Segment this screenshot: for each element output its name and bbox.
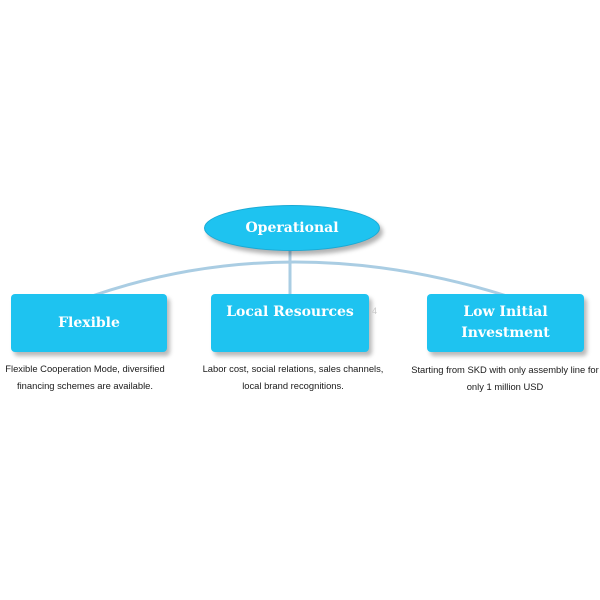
branch-node-label: Low Initial Investment — [461, 304, 550, 341]
branch-description-flexible: Flexible Cooperation Mode, diversified f… — [5, 363, 165, 391]
branch-node-flexible: Flexible — [11, 294, 167, 352]
root-node-operational: Operational — [204, 205, 380, 251]
branch-node-label: Flexible — [58, 314, 120, 331]
branch-node-local-resources: Local Resources — [211, 294, 369, 352]
branch-node-label: Local Resources — [226, 304, 354, 320]
page-number-mark: 4 — [372, 306, 378, 316]
root-node-label: Operational — [245, 220, 339, 236]
branch-description-local-resources: Labor cost, social relations, sales chan… — [202, 363, 384, 391]
connector-arc — [90, 260, 509, 298]
branch-description-low-initial-investment: Starting from SKD with only assembly lin… — [411, 364, 599, 392]
branch-node-low-initial-investment: Low Initial Investment — [427, 294, 584, 352]
